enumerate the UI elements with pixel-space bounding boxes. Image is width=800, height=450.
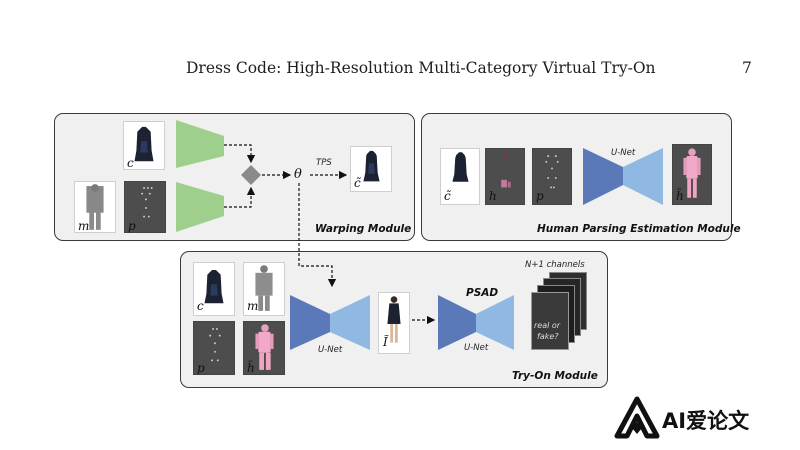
label-c-tryon: c bbox=[197, 299, 204, 313]
channels-label: N+1 channels bbox=[525, 260, 585, 270]
discriminator-front-layer bbox=[531, 292, 569, 350]
label-p-parsing: p bbox=[536, 189, 544, 203]
human-parsing-module-title: Human Parsing Estimation Module bbox=[537, 223, 741, 235]
watermark-text: AI爱论文 bbox=[662, 409, 750, 433]
warped-cloth-image bbox=[350, 146, 392, 192]
label-m-tryon: m bbox=[247, 299, 259, 313]
parsing-warped-cloth-image bbox=[440, 148, 480, 205]
label-h-tilde: h̃ bbox=[676, 189, 684, 203]
page-number: 7 bbox=[742, 59, 752, 77]
cloth-image bbox=[123, 121, 165, 170]
tps-label: TPS bbox=[316, 158, 332, 168]
tryon-unet-label-2: U-Net bbox=[464, 343, 489, 353]
label-i-tilde: Ĩ bbox=[383, 335, 388, 349]
label-h-tilde-tryon: h̃ bbox=[247, 361, 255, 375]
pose-map-image bbox=[124, 181, 166, 233]
parsing-unet-label: U-Net bbox=[611, 148, 636, 158]
parsing-map-image bbox=[485, 148, 525, 205]
tryon-masked-person-image bbox=[243, 262, 285, 316]
label-p: p bbox=[128, 219, 136, 233]
a-logo-icon bbox=[614, 396, 660, 439]
tryon-parsing-image bbox=[243, 321, 285, 375]
parsing-pose-image bbox=[532, 148, 572, 205]
label-c-tilde: c̃ bbox=[354, 176, 361, 190]
running-title: Dress Code: High-Resolution Multi-Catego… bbox=[186, 59, 656, 77]
try-on-module-title: Try-On Module bbox=[512, 370, 598, 382]
psad-label: PSAD bbox=[466, 287, 499, 299]
discriminator-text-2: fake? bbox=[537, 332, 559, 341]
tryon-output-image bbox=[378, 292, 410, 354]
label-m: m bbox=[78, 219, 90, 233]
tryon-cloth-image bbox=[193, 262, 235, 316]
theta-label: θ bbox=[294, 167, 302, 182]
label-c-tilde-parsing: c̃ bbox=[444, 189, 451, 203]
discriminator-text-1: real or bbox=[534, 321, 561, 330]
tryon-pose-image bbox=[193, 321, 235, 375]
estimated-parsing-image bbox=[672, 144, 712, 205]
label-h: h bbox=[489, 189, 497, 203]
label-p-tryon: p bbox=[197, 361, 205, 375]
tryon-unet-label-1: U-Net bbox=[318, 345, 343, 355]
label-c: c bbox=[127, 156, 134, 170]
masked-person-image bbox=[74, 181, 116, 233]
warping-module-title: Warping Module bbox=[315, 223, 412, 235]
